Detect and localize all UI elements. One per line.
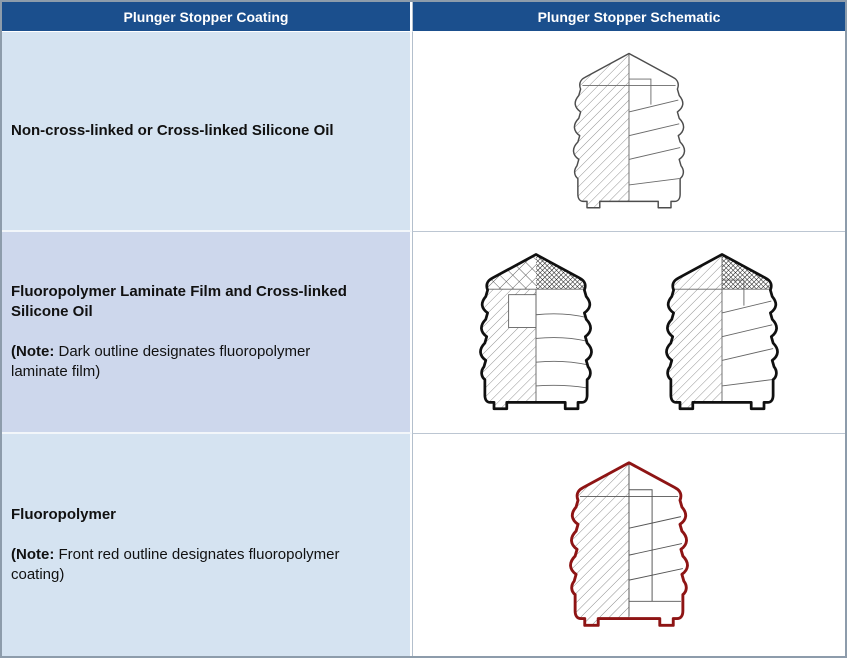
header-coating-column: Plunger Stopper Coating xyxy=(2,2,412,32)
schematic-cell-laminate-film xyxy=(412,232,845,434)
coating-note: (Note: Front red outline designates fluo… xyxy=(11,545,359,586)
coating-title: Fluoropolymer xyxy=(11,505,117,523)
header-schematic-label: Plunger Stopper Schematic xyxy=(537,8,721,25)
note-text: Dark outline designates fluoropolymer la… xyxy=(11,343,311,381)
coating-cell-laminate-film: Fluoropolymer Laminate Film and Cross-li… xyxy=(2,232,412,434)
laminate-film-stopper-schematic-left xyxy=(479,252,593,410)
silicone-oil-stopper-schematic xyxy=(572,52,686,209)
coating-title: Fluoropolymer Laminate Film and Cross-li… xyxy=(11,282,347,320)
laminate-film-stopper-schematic-right xyxy=(665,252,779,410)
coating-note: (Note: Dark outline designates fluoropol… xyxy=(11,342,359,383)
schematic-cell-silicone-oil xyxy=(412,32,845,232)
fluoropolymer-coated-stopper-schematic xyxy=(569,460,689,627)
coating-title: Non-cross-linked or Cross-linked Silicon… xyxy=(11,121,334,139)
note-text: Front red outline designates fluoropolym… xyxy=(11,545,340,584)
coating-cell-fluoropolymer: Fluoropolymer (Note: Front red outline d… xyxy=(2,434,412,656)
coating-cell-silicone-oil: Non-cross-linked or Cross-linked Silicon… xyxy=(2,32,412,232)
header-schematic-column: Plunger Stopper Schematic xyxy=(412,2,845,32)
note-prefix: (Note: xyxy=(11,545,55,563)
note-prefix: (Note: xyxy=(11,343,55,360)
schematic-cell-fluoropolymer xyxy=(412,434,845,656)
header-coating-label: Plunger Stopper Coating xyxy=(123,8,289,25)
